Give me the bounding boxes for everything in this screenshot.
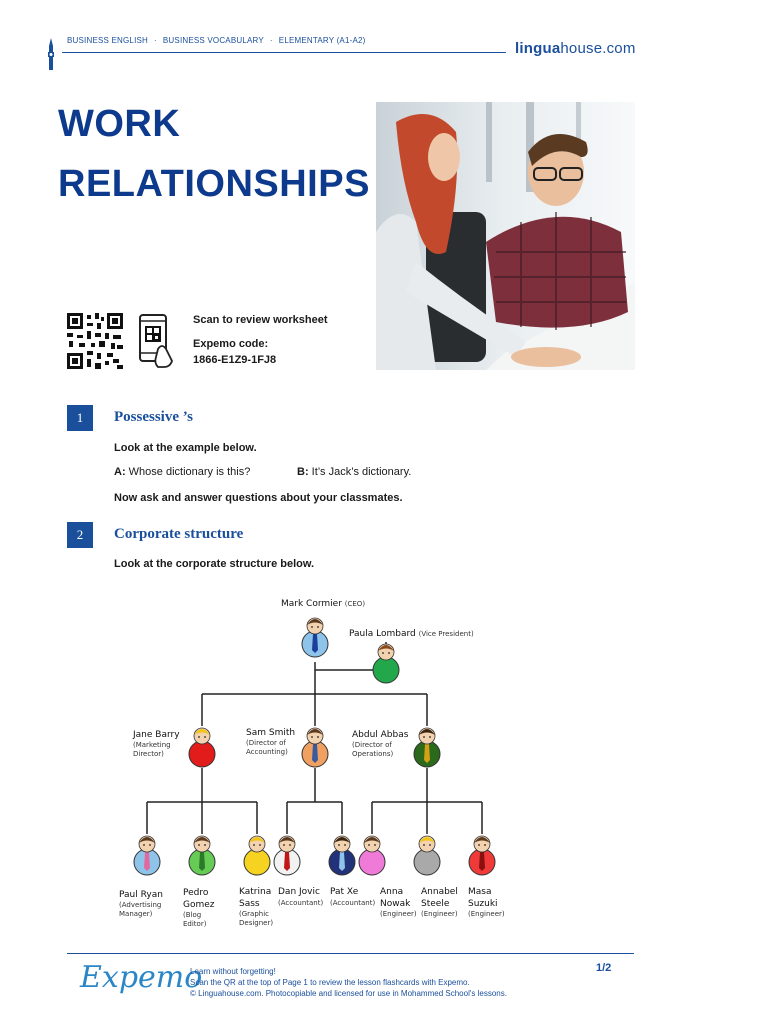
section-2-instruction: Look at the corporate structure below.	[114, 558, 315, 570]
director-sam-name: Sam Smith	[246, 728, 295, 738]
svg-text:Director): Director)	[133, 750, 164, 758]
staff-pedro-figure	[188, 835, 216, 876]
org-chart: Mark Cormier (CEO) Paula Lombard (Vice P…	[119, 599, 505, 928]
breadcrumb-level: BUSINESS ENGLISH	[67, 36, 149, 45]
scan-caption: Scan to review worksheet	[193, 314, 328, 326]
director-jane-figure	[188, 727, 216, 768]
section-2-title: Corporate structure	[114, 526, 244, 542]
footer-divider	[67, 953, 634, 954]
svg-text:Annabel: Annabel	[421, 887, 458, 897]
svg-text:Dan Jovic: Dan Jovic	[278, 887, 320, 897]
svg-text:Pedro: Pedro	[183, 888, 209, 898]
page-number: 1/2	[596, 962, 612, 974]
ceo-name: Mark Cormier (CEO)	[281, 599, 365, 609]
breadcrumb-category: BUSINESS VOCABULARY	[162, 36, 264, 45]
breadcrumb: BUSINESS ENGLISH·BUSINESS VOCABULARY·ELE…	[67, 36, 366, 45]
vp-figure	[372, 643, 400, 684]
svg-text:Pat Xe: Pat Xe	[330, 887, 359, 897]
svg-text:Accounting): Accounting)	[246, 748, 288, 756]
header-divider	[62, 52, 506, 53]
svg-text:(Engineer): (Engineer)	[380, 910, 417, 918]
expemo-code-label: Expemo code:	[193, 338, 269, 350]
svg-text:(Advertising: (Advertising	[119, 901, 161, 909]
staff-dan-figure	[273, 835, 301, 876]
section-1-title: Possessive ’s	[114, 409, 194, 425]
staff-katrina-figure	[243, 835, 271, 876]
scan-info: Scan to review worksheet Expemo code: 18…	[193, 312, 328, 376]
svg-text:Sass: Sass	[239, 899, 260, 909]
svg-text:Designer): Designer)	[239, 919, 273, 927]
staff-paul-figure	[133, 835, 161, 876]
breadcrumb-grade: ELEMENTARY (A1-A2)	[278, 36, 366, 45]
page-title: WORK RELATIONSHIPS	[58, 103, 370, 205]
expemo-code: 1866-E1Z9-1FJ8	[193, 354, 277, 366]
director-abdul-name: Abdul Abbas	[352, 730, 409, 740]
example-a: A: Whose dictionary is this?	[114, 466, 251, 478]
svg-text:(Director of: (Director of	[246, 739, 286, 747]
svg-text:(Engineer): (Engineer)	[421, 910, 458, 918]
svg-text:Anna: Anna	[380, 887, 403, 897]
svg-text:Suzuki: Suzuki	[468, 899, 498, 909]
svg-text:(Blog: (Blog	[183, 911, 201, 919]
svg-text:Steele: Steele	[421, 899, 450, 909]
footer-notes: Learn without forgetting! Scan the QR at…	[190, 967, 507, 998]
svg-text:(Director of: (Director of	[352, 741, 392, 749]
section-1-followup: Now ask and answer questions about your …	[114, 492, 403, 504]
staff-pat-figure	[328, 835, 356, 876]
svg-text:(Engineer): (Engineer)	[468, 910, 505, 918]
svg-text:(Accountant): (Accountant)	[330, 899, 375, 907]
staff-annabel-figure	[413, 835, 441, 876]
svg-text:(Marketing: (Marketing	[133, 741, 171, 749]
expemo-logo: Expemo	[80, 960, 203, 995]
staff-anna-figure	[358, 835, 386, 876]
qr-code-icon[interactable]	[67, 313, 123, 369]
section-1-instruction: Look at the example below.	[114, 442, 257, 454]
svg-text:Operations): Operations)	[352, 750, 393, 758]
svg-text:Manager): Manager)	[119, 910, 153, 918]
svg-text:Editor): Editor)	[183, 920, 207, 928]
people-figures	[133, 617, 496, 876]
director-jane-name: Jane Barry	[132, 730, 180, 740]
director-sam-figure	[301, 727, 329, 768]
phone-scan-icon	[139, 314, 173, 368]
svg-text:Gomez: Gomez	[183, 900, 215, 910]
vp-name: Paula Lombard (Vice President)	[349, 629, 474, 639]
staff-labels: Paul Ryan (Advertising Manager) Pedro Go…	[119, 887, 505, 928]
director-abdul-figure	[413, 727, 441, 768]
svg-text:Katrina: Katrina	[239, 887, 271, 897]
svg-text:Nowak: Nowak	[380, 899, 411, 909]
coworkers-image	[376, 102, 635, 370]
brand-logo: linguahouse.com	[515, 40, 636, 57]
office-photo	[376, 102, 635, 370]
ceo-figure	[301, 617, 329, 658]
section-1-number: 1	[67, 405, 93, 431]
staff-masa-figure	[468, 835, 496, 876]
example-b: B: It’s Jack’s dictionary.	[297, 466, 412, 478]
big-ben-icon	[48, 38, 54, 70]
svg-text:(Graphic: (Graphic	[239, 910, 269, 918]
svg-text:Paul Ryan: Paul Ryan	[119, 890, 163, 900]
svg-text:Masa: Masa	[468, 887, 491, 897]
svg-text:(Accountant): (Accountant)	[278, 899, 323, 907]
section-2-number: 2	[67, 522, 93, 548]
